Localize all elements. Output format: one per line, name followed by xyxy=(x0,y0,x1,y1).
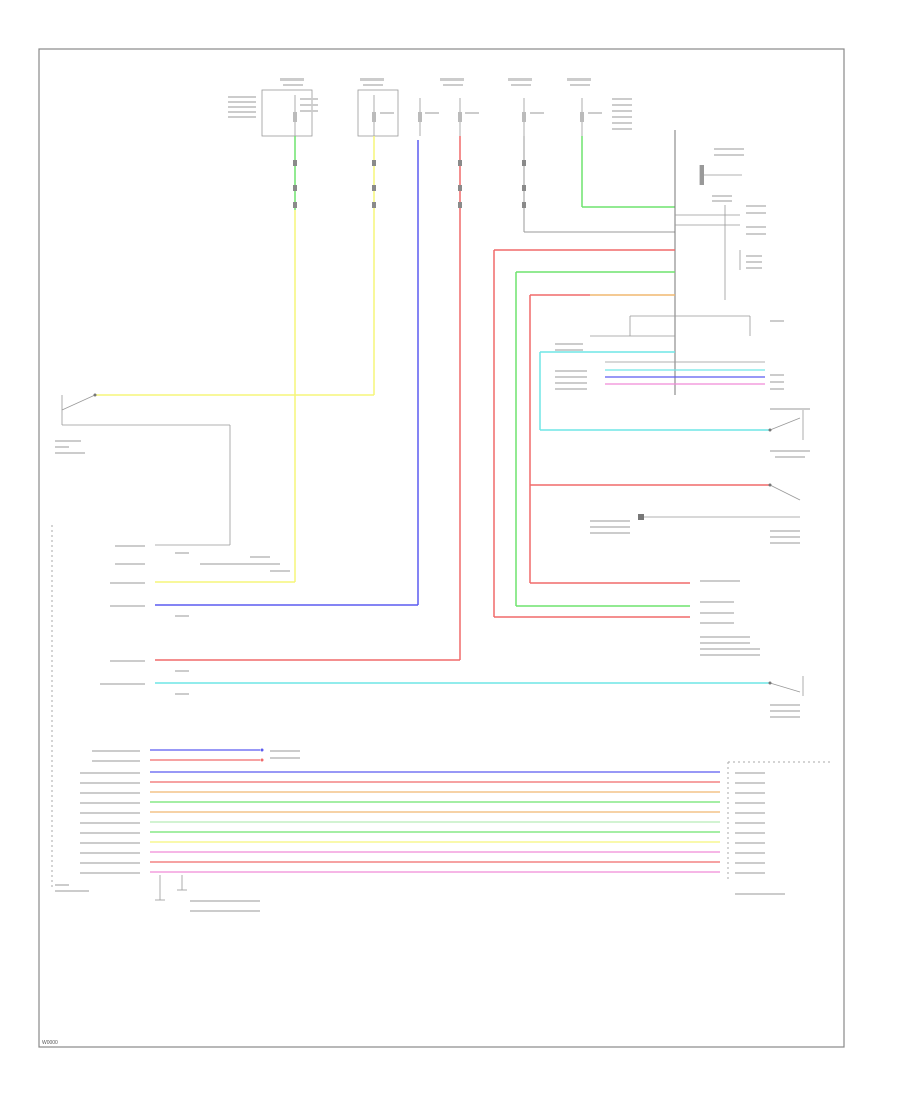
switch-icon-2 xyxy=(590,483,801,544)
ground-icon xyxy=(155,875,187,901)
bus-markers xyxy=(260,748,264,762)
wire-gray-4 xyxy=(523,136,675,233)
wire-cyan-right xyxy=(539,351,770,431)
right-labels xyxy=(555,320,784,656)
bus-right-labels xyxy=(735,772,785,895)
left-switch xyxy=(55,393,231,546)
wire-red-vertical xyxy=(155,136,461,661)
wire-red-orange xyxy=(529,294,770,584)
connector-ticks xyxy=(293,160,526,208)
switch-icon-3 xyxy=(155,676,804,718)
fuse-symbols xyxy=(293,112,584,122)
wire-yellow-2 xyxy=(95,136,375,396)
wire-gray-ground xyxy=(590,315,751,337)
left-pin-labels xyxy=(100,545,290,695)
wire-green-5 xyxy=(581,136,675,208)
switch-icon-1 xyxy=(768,408,810,458)
wire-bus xyxy=(150,749,720,873)
fuse-block-1 xyxy=(261,89,313,137)
diagram-border xyxy=(38,48,845,1048)
bus-left-labels xyxy=(55,750,300,912)
wire-red-right xyxy=(493,249,690,618)
fuse-labels xyxy=(228,78,632,130)
wire-blue xyxy=(155,140,419,606)
footer-code: W0000 xyxy=(42,1040,58,1046)
wire-yellow-1 xyxy=(155,210,296,583)
wire-green-right xyxy=(515,271,690,607)
right-module xyxy=(674,130,766,395)
wire-bundle-right xyxy=(605,361,765,385)
